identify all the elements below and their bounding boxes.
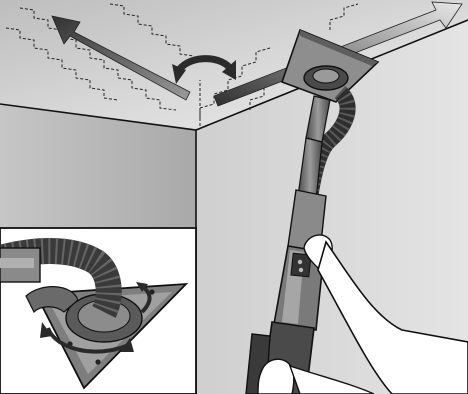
inset-detail (0, 228, 196, 394)
